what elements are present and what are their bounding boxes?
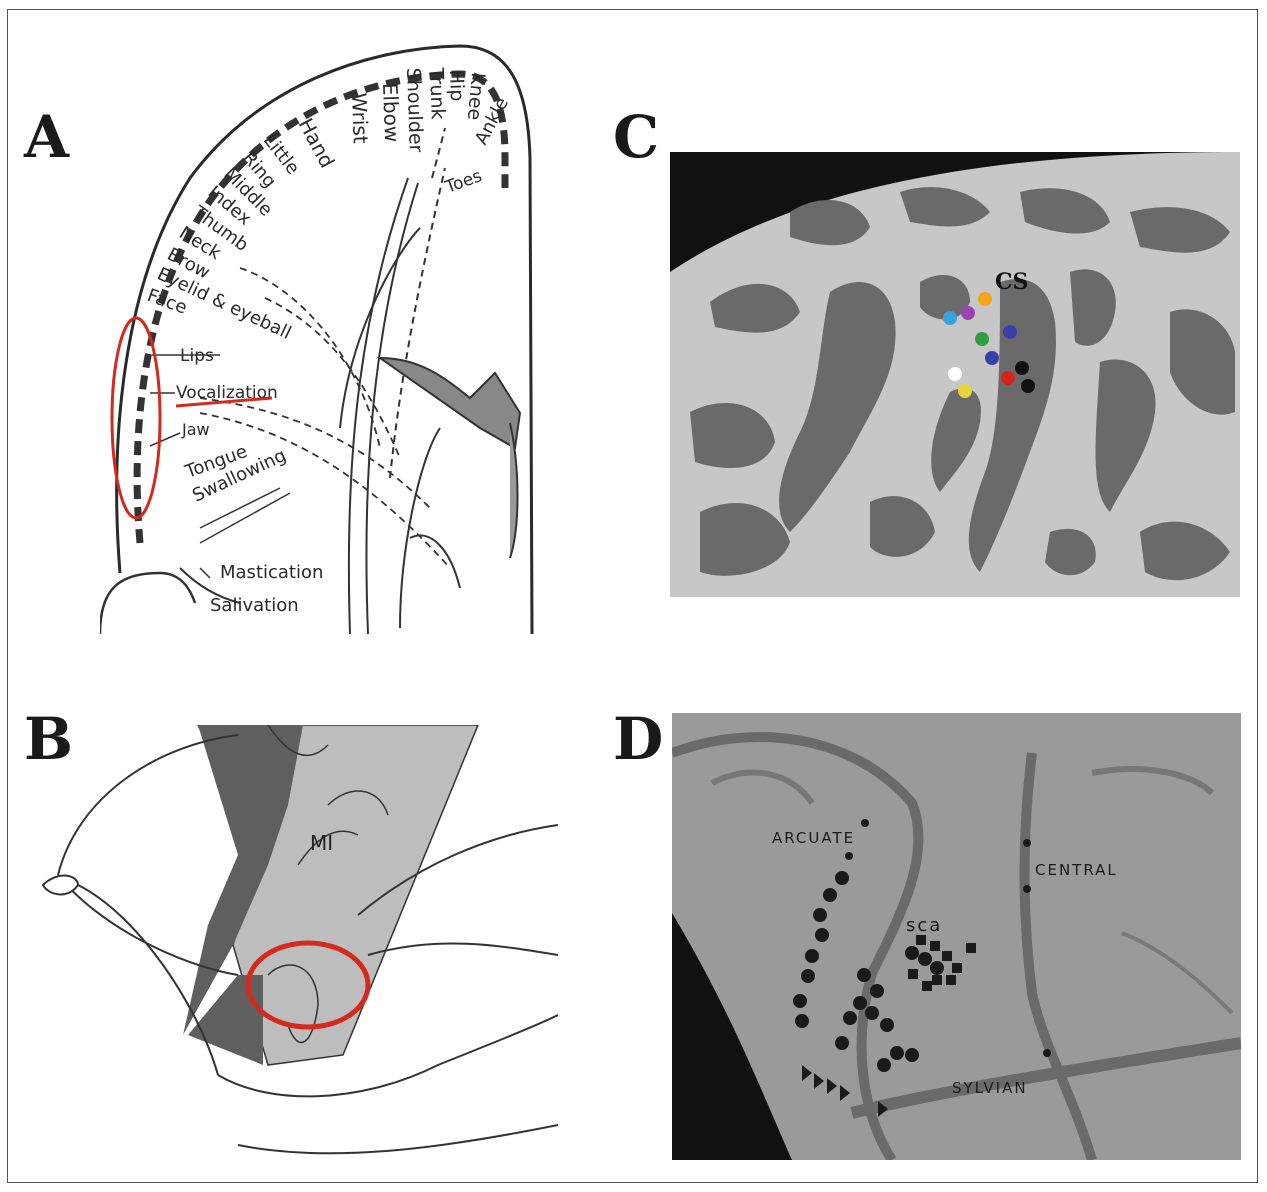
panel-label-d: D <box>613 710 663 768</box>
electrode-dot <box>1015 361 1029 375</box>
electrode-dot <box>943 311 957 325</box>
electrode-dot <box>975 332 989 346</box>
panel-a-homunculus: Hand Wrist Elbow Shoulder Trunk Hip Knee… <box>100 28 540 634</box>
panel-label-c: C <box>613 108 659 166</box>
label-elbow: Elbow <box>378 82 404 142</box>
electrode-dot <box>1003 325 1017 339</box>
label-hip: Hip <box>445 69 468 101</box>
label-mastication: Mastication <box>220 562 323 583</box>
label-wrist: Wrist <box>347 92 373 144</box>
panel-b-motor-cortex: MI <box>38 725 558 1165</box>
electrode-dot <box>978 292 992 306</box>
panel-label-a: A <box>24 108 69 166</box>
electrode-dot <box>961 306 975 320</box>
electrode-dot <box>985 351 999 365</box>
electrode-dot <box>1021 379 1035 393</box>
arcuate-sulcus-label: ARCUATE <box>772 829 855 847</box>
panel-c-cortical-surface: CS <box>670 152 1240 597</box>
electrode-dot <box>948 367 962 381</box>
sylvian-sulcus-label: SYLVIAN <box>952 1079 1028 1097</box>
electrode-dot <box>1001 371 1015 385</box>
electrode-dot <box>958 384 972 398</box>
panel-d-stimulation-map: ARCUATE CENTRAL SYLVIAN sca <box>672 713 1241 1160</box>
sca-site-label: sca <box>906 915 942 936</box>
label-shoulder: Shoulder <box>402 67 427 153</box>
label-lips: Lips <box>180 346 214 366</box>
central-sulcus-label: CS <box>995 269 1028 295</box>
label-toes: Toes <box>442 166 485 198</box>
stimulation-sites <box>793 819 1051 1117</box>
mi-region-label: MI <box>310 831 333 855</box>
label-salivation: Salivation <box>210 595 299 616</box>
central-sulcus-label: CENTRAL <box>1035 861 1118 879</box>
label-jaw: Jaw <box>181 420 210 439</box>
